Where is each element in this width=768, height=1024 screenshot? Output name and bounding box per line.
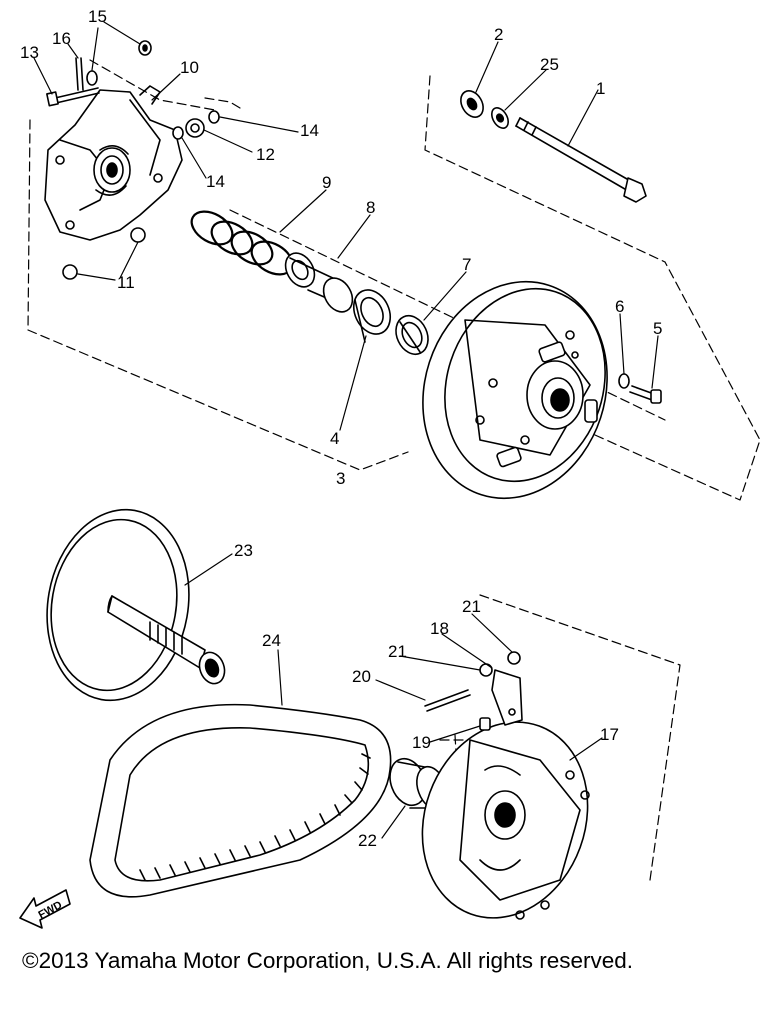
collar-8 xyxy=(284,252,354,313)
roller-19 xyxy=(479,717,491,731)
label-part-14a: 14 xyxy=(300,121,319,140)
arm-18 xyxy=(491,669,523,726)
label-part-5: 5 xyxy=(653,319,662,338)
label-part-21b: 21 xyxy=(388,642,407,661)
label-part-8: 8 xyxy=(366,198,375,217)
label-part-13: 13 xyxy=(20,43,39,62)
bushing-12 xyxy=(185,118,205,138)
pin-16 xyxy=(75,57,84,91)
fwd-label: FWD xyxy=(36,899,64,921)
label-part-4: 4 xyxy=(330,429,339,448)
label-part-10: 10 xyxy=(180,58,199,77)
label-part-18: 18 xyxy=(430,619,449,638)
washer-6 xyxy=(618,373,630,389)
label-part-3: 3 xyxy=(336,469,345,488)
label-part-19: 19 xyxy=(412,733,431,752)
bolt-5 xyxy=(629,385,662,404)
label-part-16: 16 xyxy=(52,29,71,48)
movable-sheave-17 xyxy=(421,721,590,920)
washer-2 xyxy=(460,90,484,118)
part-labels: 1 2 3 4 5 6 7 8 9 10 11 12 13 14 14 15 1… xyxy=(20,7,662,921)
sheave-3 xyxy=(422,280,608,500)
washer-25 xyxy=(491,107,509,129)
exploded-parts-diagram: 1 2 3 4 5 6 7 8 9 10 11 12 13 14 14 15 1… xyxy=(19,7,761,929)
label-part-23: 23 xyxy=(234,541,253,560)
bushing-4 xyxy=(352,289,392,343)
leader-lines xyxy=(33,21,659,839)
washer-14 xyxy=(172,110,220,140)
bolt-13 xyxy=(46,87,100,107)
label-part-11: 11 xyxy=(117,273,135,292)
pin-20 xyxy=(424,689,471,712)
washer-15 xyxy=(86,40,152,86)
label-part-2: 2 xyxy=(494,25,503,44)
label-part-15: 15 xyxy=(88,7,107,26)
nut-11 xyxy=(62,227,146,280)
label-part-7: 7 xyxy=(462,255,471,274)
label-part-14b: 14 xyxy=(206,172,225,191)
label-part-20: 20 xyxy=(352,667,371,686)
group-outline-upper xyxy=(27,59,761,501)
label-part-21a: 21 xyxy=(462,597,481,616)
label-part-17: 17 xyxy=(600,725,619,744)
label-part-12: 12 xyxy=(256,145,275,164)
spring-9 xyxy=(190,210,294,276)
label-part-25: 25 xyxy=(540,55,559,74)
bolt-1 xyxy=(515,117,647,203)
spider-assembly-10 xyxy=(44,85,183,241)
fwd-arrow-icon xyxy=(19,889,71,929)
label-part-24: 24 xyxy=(262,631,281,650)
fixed-sheave-23 xyxy=(46,508,226,702)
copyright-notice: ©2013 Yamaha Motor Corporation, U.S.A. A… xyxy=(22,948,634,973)
label-part-1: 1 xyxy=(596,79,605,98)
label-part-22: 22 xyxy=(358,831,377,850)
label-part-6: 6 xyxy=(615,297,624,316)
bushing-7 xyxy=(395,314,429,356)
drive-belt-24 xyxy=(89,703,392,898)
label-part-9: 9 xyxy=(322,173,331,192)
